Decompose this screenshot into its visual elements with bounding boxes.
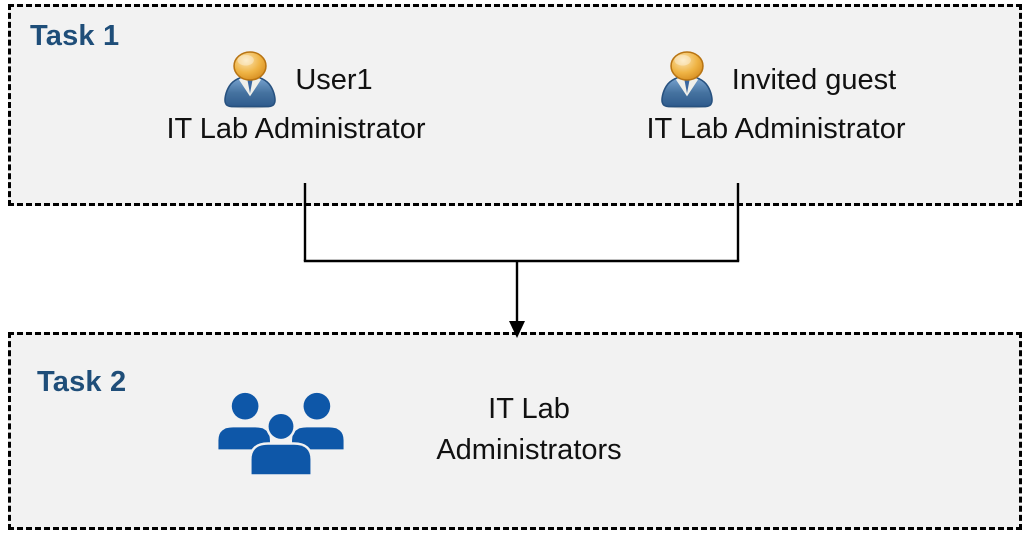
- person-name: Invited guest: [731, 63, 897, 96]
- task1-box: Task 1 User1 IT Lab Administrator Invite…: [8, 4, 1022, 206]
- task1-label: Task 1: [30, 20, 120, 52]
- person-name: User1: [295, 63, 373, 96]
- people-group-icon: [218, 392, 344, 477]
- person-card-invited-guest: Invited guest IT Lab Administrator: [586, 51, 966, 146]
- person-icon: [224, 51, 277, 109]
- person-row: Invited guest: [656, 51, 896, 109]
- person-card-user1: User1 IT Lab Administrator: [126, 51, 466, 146]
- person-icon: [660, 51, 713, 109]
- group-label-line1: IT Lab: [488, 393, 570, 425]
- person-role: IT Lab Administrator: [646, 113, 906, 145]
- person-role: IT Lab Administrator: [166, 113, 426, 145]
- person-row: User1: [219, 51, 373, 109]
- task2-box: Task 2 IT Lab Administrators: [8, 332, 1022, 530]
- group-label-line2: Administrators: [436, 434, 622, 466]
- group-label: IT Lab Administrators: [379, 389, 679, 471]
- task2-label: Task 2: [37, 366, 127, 398]
